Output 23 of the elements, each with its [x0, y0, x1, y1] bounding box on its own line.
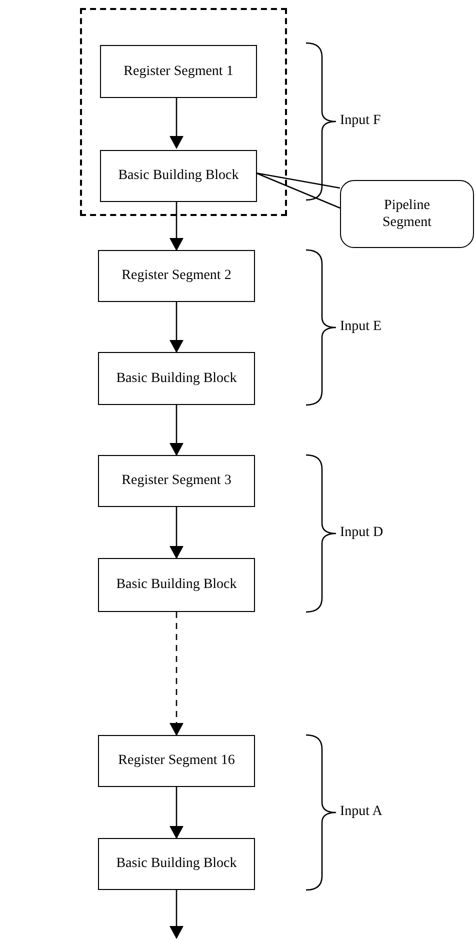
- arrow: [170, 302, 184, 353]
- callout-tail: [255, 172, 341, 209]
- process-box: Register Segment 3: [98, 455, 255, 507]
- arrow: [170, 96, 184, 149]
- process-box: Register Segment 16: [98, 735, 255, 787]
- arrow: [170, 507, 184, 559]
- callout-bubble: Pipeline Segment: [340, 180, 474, 248]
- arrow: [170, 890, 184, 939]
- arrow: [170, 612, 184, 736]
- input-label: Input D: [340, 526, 384, 540]
- process-box: Register Segment 1: [100, 45, 257, 98]
- process-box: Basic Building Block: [98, 352, 255, 405]
- process-box: Basic Building Block: [100, 150, 257, 202]
- input-label: Input E: [340, 320, 382, 334]
- dashed-group-box: [80, 8, 287, 216]
- arrow: [170, 200, 184, 251]
- input-label: Input F: [340, 114, 381, 128]
- arrow: [170, 405, 184, 456]
- process-box: Register Segment 2: [98, 250, 255, 302]
- process-box: Basic Building Block: [98, 838, 255, 890]
- input-label: Input A: [340, 804, 382, 818]
- arrow: [170, 787, 184, 839]
- process-box: Basic Building Block: [98, 558, 255, 612]
